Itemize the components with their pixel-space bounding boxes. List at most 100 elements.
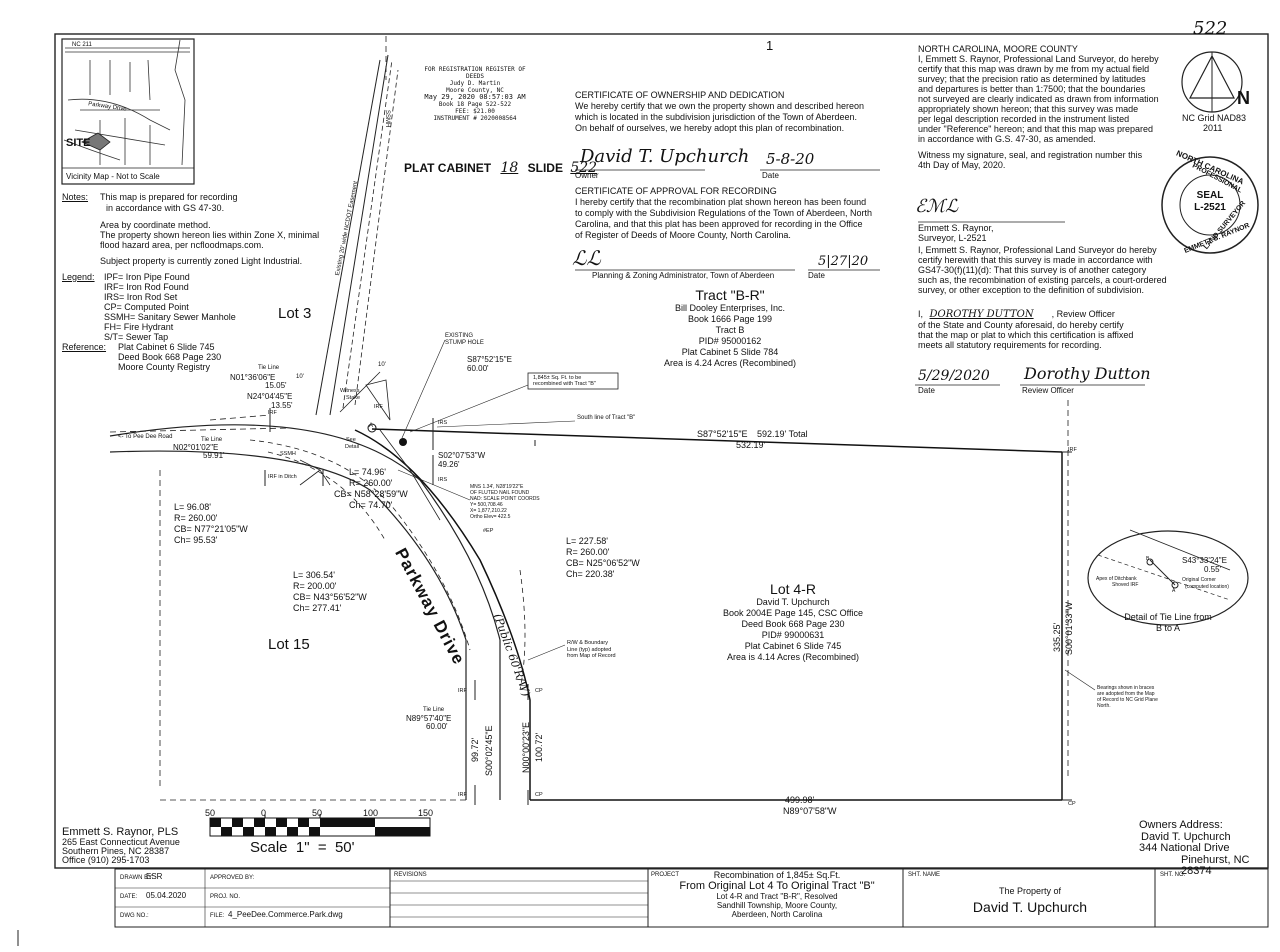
curve-c8: L= 96.08' R= 260.00' CB= N77°21'05"W Ch=…: [174, 502, 248, 546]
call-bearing: N01°36'06"E: [230, 373, 276, 382]
plat-cabinet: PLAT CABINET 18 SLIDE 522: [404, 160, 597, 176]
surveyor-cat-line: I, Emmett S. Raynor, Professional Land S…: [918, 245, 1157, 255]
tb-project-line: Recombination of 1,845± Sq.Ft.: [713, 870, 841, 880]
stump-label-1: EXISTING: [445, 333, 474, 339]
tb-project-block: Recombination of 1,845± Sq.Ft. From Orig…: [652, 870, 902, 919]
stump-label-2: STUMP HOLE: [445, 340, 484, 346]
vicinity-caption: Vicinity Map - Not to Scale: [66, 172, 160, 181]
note-4: Subject property is currently zoned Ligh…: [100, 256, 303, 266]
irf-ditch-label: IRF in Ditch: [268, 474, 297, 480]
tb-date: 05.04.2020: [146, 891, 187, 900]
approval-certificate: CERTIFICATE OF APPROVAL FOR RECORDING I …: [575, 186, 872, 241]
ssmh-top-label: SSMH: [384, 110, 390, 128]
owner-cert-line: On behalf of ourselves, we hereby adopt …: [575, 123, 845, 133]
curve-length: L= 96.08': [174, 502, 212, 512]
stamp-line: Judy D. Martin: [449, 80, 501, 87]
curve-chord-bearing: CB= N58°28'59"W: [334, 489, 408, 499]
scale-tick: 0: [261, 808, 267, 818]
legend-item: IRS= Iron Rod Set: [104, 292, 178, 302]
surveyor-witness-line: Witness my signature, seal, and registra…: [918, 150, 1143, 160]
tb-approved-label: APPROVED BY:: [210, 875, 255, 881]
surveyor-seal-icon: [1161, 156, 1259, 254]
top-mark: 1: [766, 38, 774, 53]
curve-c10: L= 227.58' R= 260.00' CB= N25°06'52"W Ch…: [566, 536, 640, 580]
surveyor-certificate: NORTH CAROLINA, MOORE COUNTY I, Emmett S…: [918, 44, 1159, 170]
slide-label: SLIDE: [527, 161, 563, 175]
call-distance: 15.05': [265, 381, 287, 390]
note-1a: This map is prepared for recording: [100, 192, 238, 202]
stamp-line: May 29, 2020 08:57:03 AM: [424, 93, 526, 101]
tb-project-line: Lot 4-R and Tract "B-R", Resolved: [716, 892, 838, 901]
site-marker: [81, 132, 111, 151]
curve-chord: Ch= 74.70': [349, 500, 393, 510]
vicinity-road-label: NC 211: [72, 42, 92, 48]
tb-project-line: Sandhill Township, Moore County,: [716, 901, 838, 910]
bearings-note: Bearings shown in braces are adopted fro…: [1097, 685, 1158, 709]
mns-line: X= 1,877,210.22: [470, 508, 507, 514]
review-line: meets all statutory requirements for rec…: [918, 340, 1102, 350]
tb-sheet-name: The Property of David T. Upchurch: [905, 886, 1155, 915]
call-bearing: S00°02'45"E: [484, 725, 494, 776]
tract-br-title: Tract "B-R": [695, 287, 765, 303]
firm-phone: Office (910) 295-1703: [62, 855, 150, 865]
call-distance: 99.72': [470, 737, 480, 762]
surveyor-cert-line: under "Reference" hereon; and that this …: [918, 124, 1154, 134]
surveyor-cat-line: GS47-30(f)(11)(d): That this survey is o…: [918, 265, 1147, 275]
legend-block: Legend: IPF= Iron Pipe Found IRF= Iron R…: [62, 272, 236, 342]
curve-chord: Ch= 277.41': [293, 603, 342, 613]
tract-br-line: Book 1666 Page 199: [687, 314, 773, 324]
curve-c7: L= 74.96' R= 260.00' CB= N58°28'59"W Ch=…: [334, 467, 408, 511]
lot-3-label: Lot 3: [278, 305, 312, 322]
detail-distance: 0.55': [1204, 565, 1222, 574]
tb-sheet-name-line1: The Property of: [998, 886, 1062, 896]
curve-c9: L= 306.54' R= 200.00' CB= N43°56'52"W Ch…: [293, 570, 367, 614]
irf-marker-label: IRF: [458, 688, 467, 694]
curve-chord-bearing: CB= N77°21'05"W: [174, 524, 248, 534]
call-distance: 49.26': [438, 460, 460, 469]
review-officer-line1: I, DOROTHY DUTTON, Review Officer: [918, 309, 1115, 320]
vicinity-map-frame: [61, 38, 195, 185]
seal-number: L-2521: [1194, 202, 1226, 213]
owner-sign-date: 5-8-20: [766, 150, 815, 168]
bearings-line: North.: [1097, 703, 1111, 709]
bearings-line: Bearings shown in braces: [1097, 685, 1155, 691]
firm-name: Emmett S. Raynor, PLS: [62, 826, 179, 838]
stamp-line: INSTRUMENT # 2020008564: [433, 115, 517, 122]
mns-line: Y= 500,708.46: [470, 502, 503, 508]
curve-chord: Ch= 220.38': [566, 569, 615, 579]
approval-date: 5|27|20: [818, 254, 869, 269]
curve-radius: R= 260.00': [349, 478, 393, 488]
approval-cert-title: CERTIFICATE OF APPROVAL FOR RECORDING: [575, 186, 777, 196]
vicinity-map-streets: [63, 39, 190, 166]
curve-radius: R= 260.00': [566, 547, 610, 557]
note-3a: The property shown hereon lies within Zo…: [100, 230, 320, 240]
call-bearing: N89°57'40"E: [406, 714, 452, 723]
recording-stamp: FOR REGISTRATION REGISTER OF DEEDS Judy …: [420, 66, 530, 122]
rw-line: R/W & Boundary: [567, 640, 608, 646]
call-distance-total: 592.19' Total: [757, 429, 808, 439]
review-officer-name: DOROTHY DUTTON: [929, 309, 1034, 320]
scale-caption: Scale 1" = 50': [250, 839, 355, 856]
pee-dee-road-label: <- To Pee Dee Road: [118, 434, 173, 440]
owners-name: David T. Upchurch: [1141, 830, 1231, 843]
irf-marker-label: IRF: [268, 410, 277, 416]
curve-radius: R= 200.00': [293, 581, 337, 591]
owner-signature: David T. Upchurch: [580, 146, 750, 167]
see-detail-label: See: [346, 437, 356, 443]
eop-label: #EP: [483, 528, 494, 534]
review-officer-label: Review Officer: [1022, 386, 1074, 395]
call-bearing: S87°52'15"E: [467, 355, 512, 364]
detail-bearing: S43°33'24"E: [1182, 556, 1227, 565]
owners-city: Pinehurst, NC 28374: [1181, 853, 1250, 877]
curve-length: L= 227.58': [566, 536, 609, 546]
call-tie-line: Tie Line: [258, 365, 280, 371]
legend-item: S/T= Sewer Tap: [104, 332, 169, 342]
call-distance: 60.00': [467, 364, 489, 373]
tract-br-line: Plat Cabinet 5 Slide 784: [681, 347, 779, 357]
tb-project-label: PROJECT: [651, 872, 680, 878]
tie-line-detail: [1087, 529, 1249, 626]
point-a-label: A: [369, 423, 374, 429]
note-1b: in accordance with GS 47-30.: [106, 203, 225, 213]
irs-marker-label: IRS: [438, 477, 448, 483]
lot-4r-line: David T. Upchurch: [756, 597, 830, 607]
